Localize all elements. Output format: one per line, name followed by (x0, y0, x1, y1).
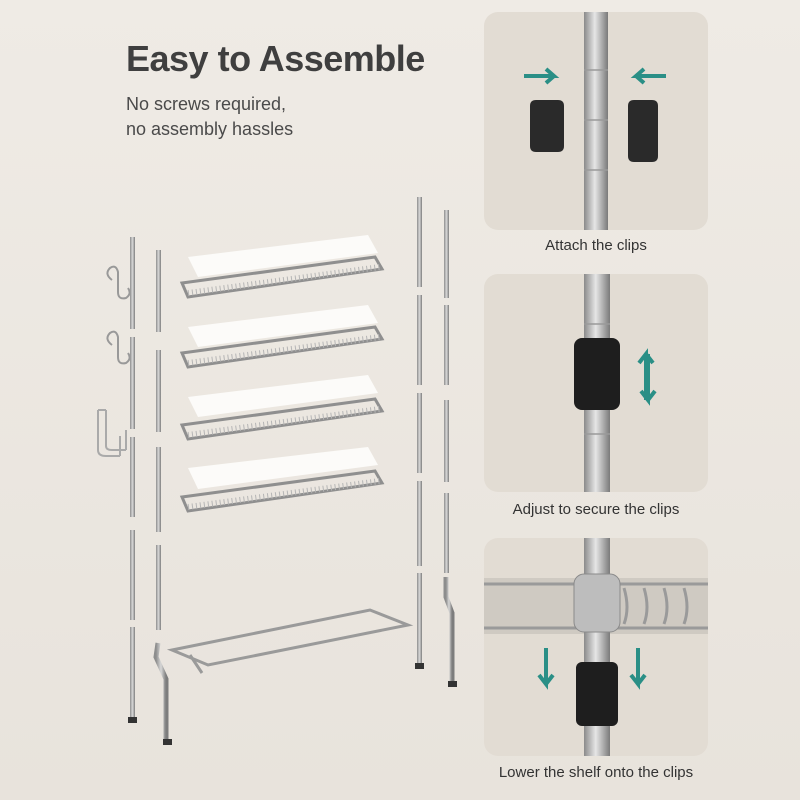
shelf-2 (179, 305, 385, 369)
shelf-4 (179, 447, 385, 513)
hanging-hook-icon (97, 409, 127, 457)
shelf-3 (179, 375, 385, 441)
shelf-parts-illustration (97, 197, 457, 745)
subtitle: No screws required, no assembly hassles (126, 92, 293, 142)
step-attach-panel (484, 12, 708, 230)
page-title: Easy to Assemble (126, 38, 425, 79)
step-lower-panel (484, 538, 708, 756)
subtitle-line-1: No screws required, (126, 94, 287, 114)
left-poles (128, 237, 172, 745)
bottom-frame (166, 608, 414, 674)
step-1-caption: Attach the clips (545, 237, 647, 254)
shelf-lower-icon (484, 538, 708, 756)
subtitle-line-2: no assembly hassles (126, 119, 294, 139)
shelf-1 (179, 235, 385, 299)
right-poles (415, 197, 457, 687)
step-3-caption: Lower the shelf onto the clips (498, 764, 694, 781)
clip-adjust-icon (574, 274, 657, 492)
s-hook-icon (106, 265, 131, 365)
step-2-caption: Adjust to secure the clips (512, 501, 680, 518)
step-adjust-panel (484, 274, 708, 492)
clip-attach-icon (524, 12, 666, 230)
